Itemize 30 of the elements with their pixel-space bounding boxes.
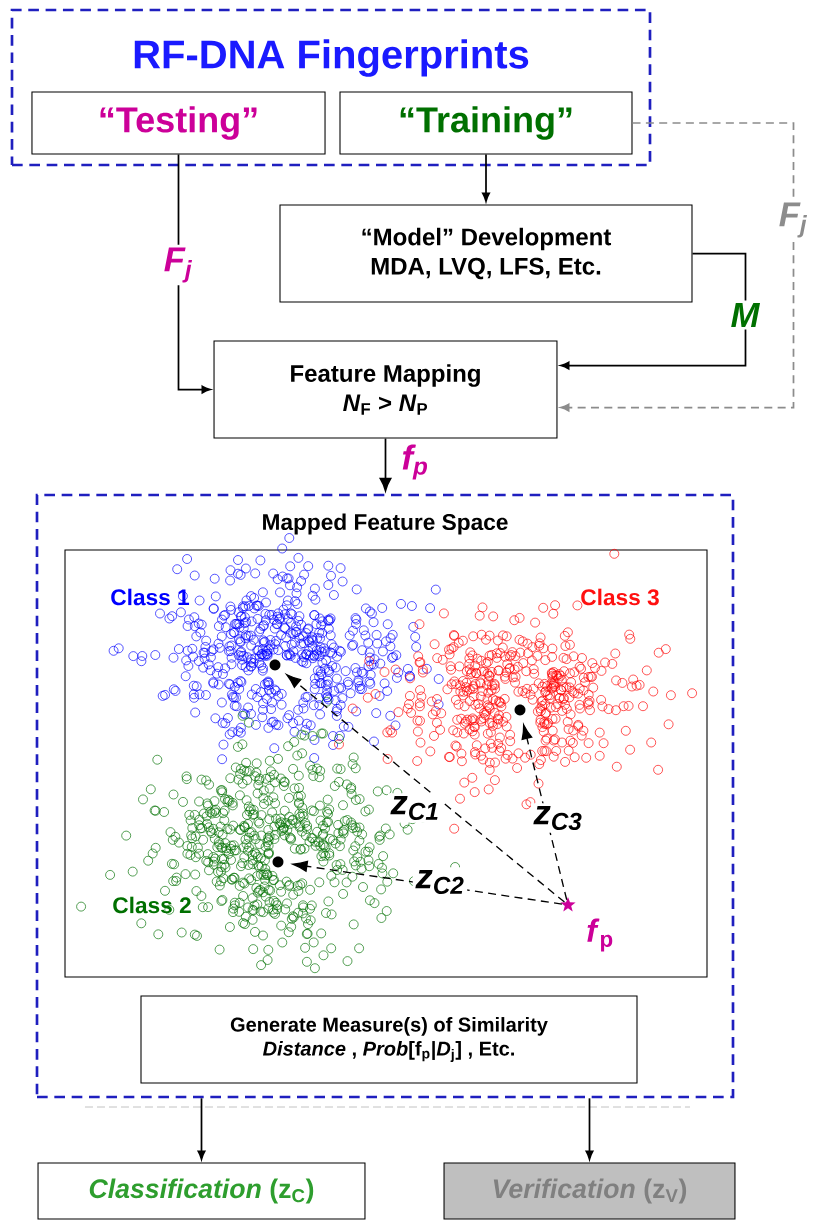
marker-label: f$_{p}$	[587, 918, 613, 952]
process-box: Feature Mapping N$_{F}$ > N$_{P}$	[213, 340, 558, 439]
result-box: Verification (z$_{V}$)	[443, 1162, 736, 1220]
process-box: “Model” Development MDA, LVQ, LFS, Etc.	[279, 204, 693, 303]
edge-label: f$_{p}$	[398, 441, 432, 483]
process-box: “Training”	[339, 91, 633, 155]
edge-label: F$_{j}$	[161, 244, 195, 286]
star-marker	[560, 897, 576, 912]
edge-label: z$_{C3}$	[530, 803, 586, 833]
arrow	[521, 724, 568, 901]
class-label: Class 3	[581, 588, 659, 606]
arrow	[292, 860, 563, 905]
group-title: RF-DNA Fingerprints	[134, 39, 529, 77]
edge-label: F$_{j}$	[776, 199, 810, 241]
edge-label: M	[727, 300, 763, 330]
edge-label: z$_{C2}$	[412, 867, 468, 897]
class-label: Class 1	[111, 588, 190, 606]
arrow	[482, 153, 490, 202]
process-box: “Testing”	[31, 91, 326, 155]
edge-label: z$_{C1}$	[387, 793, 443, 823]
group-title: Mapped Feature Space	[263, 513, 508, 535]
result-box: Classification (z$_{C}$)	[37, 1162, 366, 1220]
arrow	[560, 122, 795, 412]
arrow	[379, 437, 392, 492]
arrow	[197, 1097, 206, 1160]
arrow	[286, 674, 566, 903]
arrow	[560, 252, 747, 370]
class-label: Class 2	[113, 896, 191, 914]
process-box: Generate Measure(s) of Similarity Distance , Prob[f$_{p}$|D$_{j}$] , Etc.	[140, 995, 638, 1084]
arrow	[585, 1097, 594, 1160]
